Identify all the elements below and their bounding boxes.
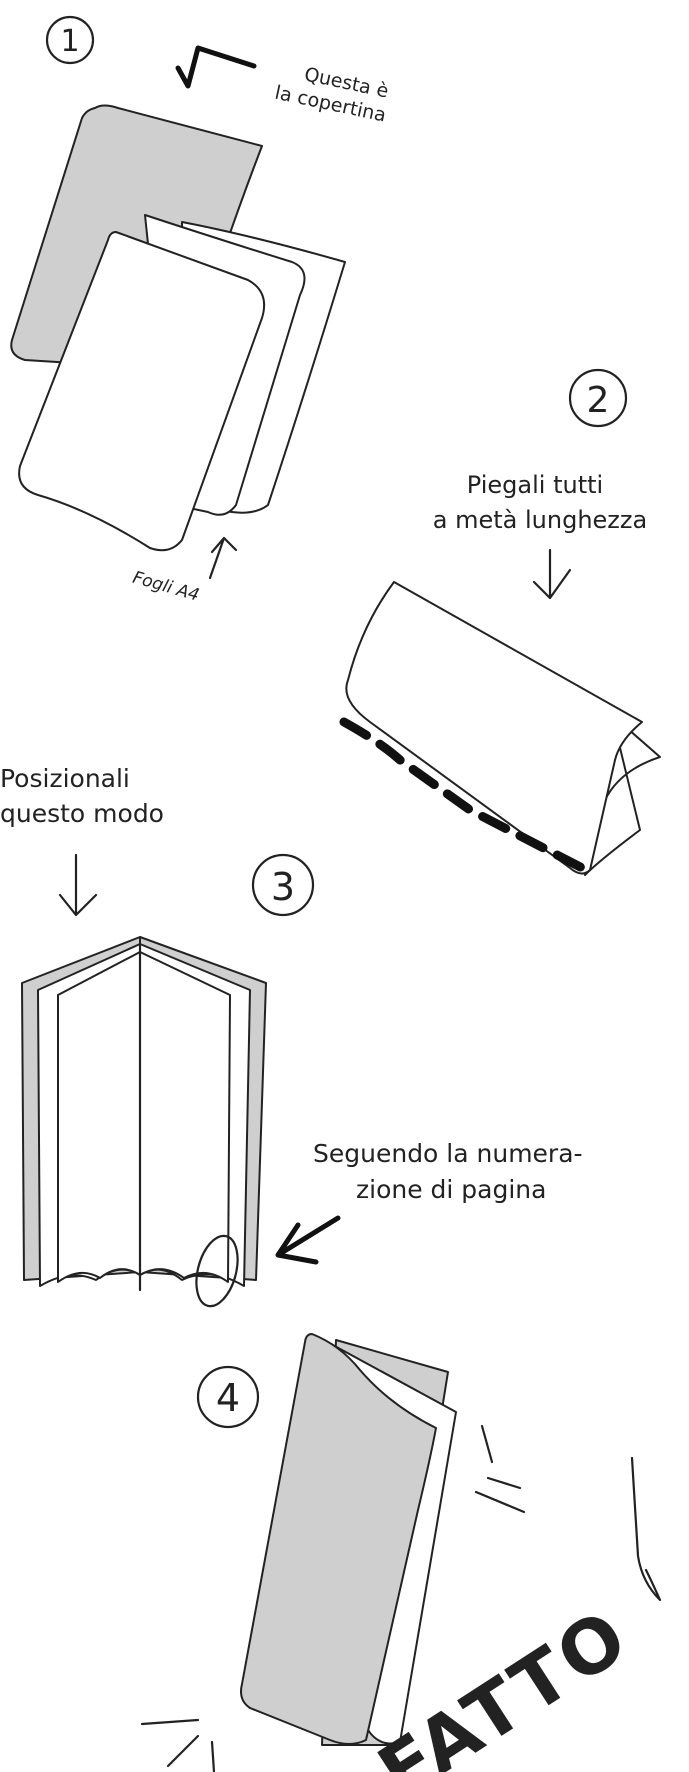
arrow-down-step3	[58, 853, 98, 917]
step-2-instruction-line2: a metà lunghezza	[433, 506, 647, 534]
step-3-badge: 3	[251, 853, 315, 917]
booklet-inner-left	[57, 951, 141, 1283]
step-3: Posizionali questo modo 3 Seguendo la nu…	[0, 764, 583, 1308]
step-2-number: 2	[587, 380, 610, 421]
sparkle-lines-left	[140, 1718, 216, 1772]
step-1-number: 1	[60, 24, 79, 59]
booklet-inner-right	[139, 951, 231, 1283]
folded-sheet-front	[345, 581, 643, 875]
step-3-instruction-line1: Posizionali	[0, 764, 130, 793]
step-2-badge: 2	[568, 368, 628, 428]
arrow-to-sheets	[208, 536, 238, 580]
step-1: 1 Questa è la copertina Fogli A4	[10, 15, 391, 606]
step-3-note-line2: zione di pagina	[356, 1175, 546, 1204]
cover-note: Questa è la copertina	[273, 63, 391, 126]
step-3-note-line1: Seguendo la numera-	[313, 1139, 583, 1168]
step-1-badge: 1	[45, 15, 95, 65]
arrow-down-step2	[532, 548, 572, 600]
page-zero-marker	[195, 1234, 239, 1308]
finished-booklet-front-cover	[240, 1333, 437, 1745]
step-2-instruction-line1: Piegali tutti	[467, 471, 603, 499]
step-2: 2 Piegali tutti a metà lunghezza	[339, 368, 661, 877]
arrow-to-cover	[175, 45, 257, 89]
sheets-label: Fogli A4	[130, 568, 201, 606]
step-4-number: 4	[216, 1376, 240, 1420]
sparkle-lines-right	[474, 1424, 526, 1514]
arrow-to-page-marker	[275, 1215, 341, 1265]
step-4: 4 FATTO	[140, 1333, 662, 1772]
a4-sheet-front	[18, 231, 266, 552]
step-4-badge: 4	[196, 1365, 260, 1429]
step-3-instruction-line2: questo modo	[0, 799, 164, 828]
checkmark	[630, 1456, 662, 1602]
step-3-number: 3	[271, 865, 295, 909]
fold-line	[339, 717, 595, 877]
